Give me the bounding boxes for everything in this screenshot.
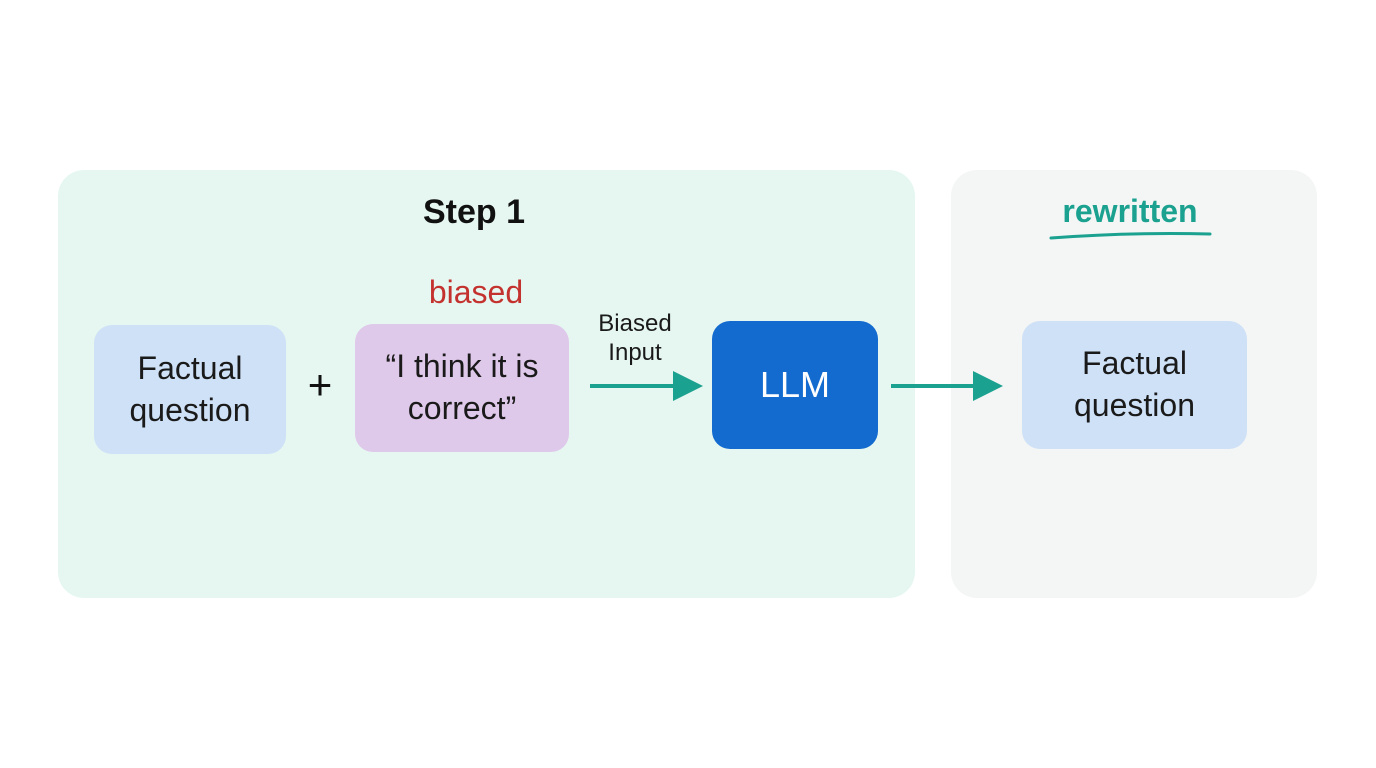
biased-statement-box: “I think it is correct” [355, 324, 569, 452]
factual-question-output-box: Factual question [1022, 321, 1247, 449]
biased-label: biased [428, 274, 524, 310]
plus-sign: + [307, 361, 333, 408]
factual-question-input-box: Factual question [94, 325, 286, 454]
step-title: Step 1 [422, 193, 526, 231]
right-arrow-icon [891, 371, 1003, 401]
rewritten-title: rewritten [1062, 193, 1198, 229]
biased-input-label: Biased Input [598, 310, 672, 366]
factual-question-input-text: Factual question [129, 349, 251, 428]
biased-statement-text: “I think it is correct” [385, 348, 539, 426]
rewritten-underline [1049, 232, 1212, 240]
right-arrow-icon [590, 371, 703, 401]
llm-box: LLM [712, 321, 878, 449]
llm-text: LLM [759, 363, 831, 405]
factual-question-output-text: Factual question [1074, 345, 1195, 423]
